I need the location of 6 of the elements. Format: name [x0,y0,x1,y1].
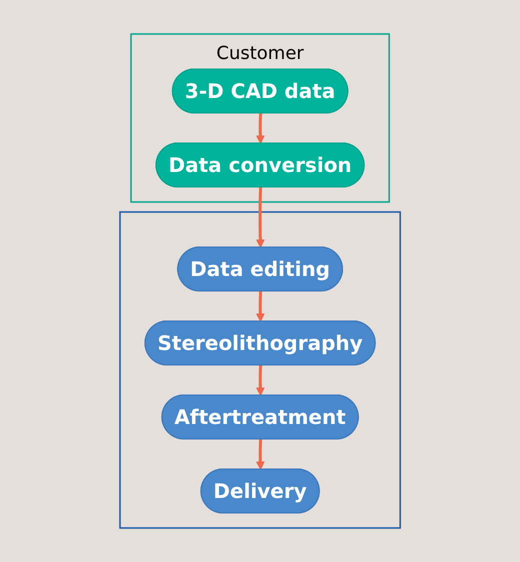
cluster [119,211,401,529]
arrow [256,113,265,144]
arrow [256,187,265,248]
arrow [256,439,265,470]
arrow [256,365,265,396]
arrow [256,291,265,322]
